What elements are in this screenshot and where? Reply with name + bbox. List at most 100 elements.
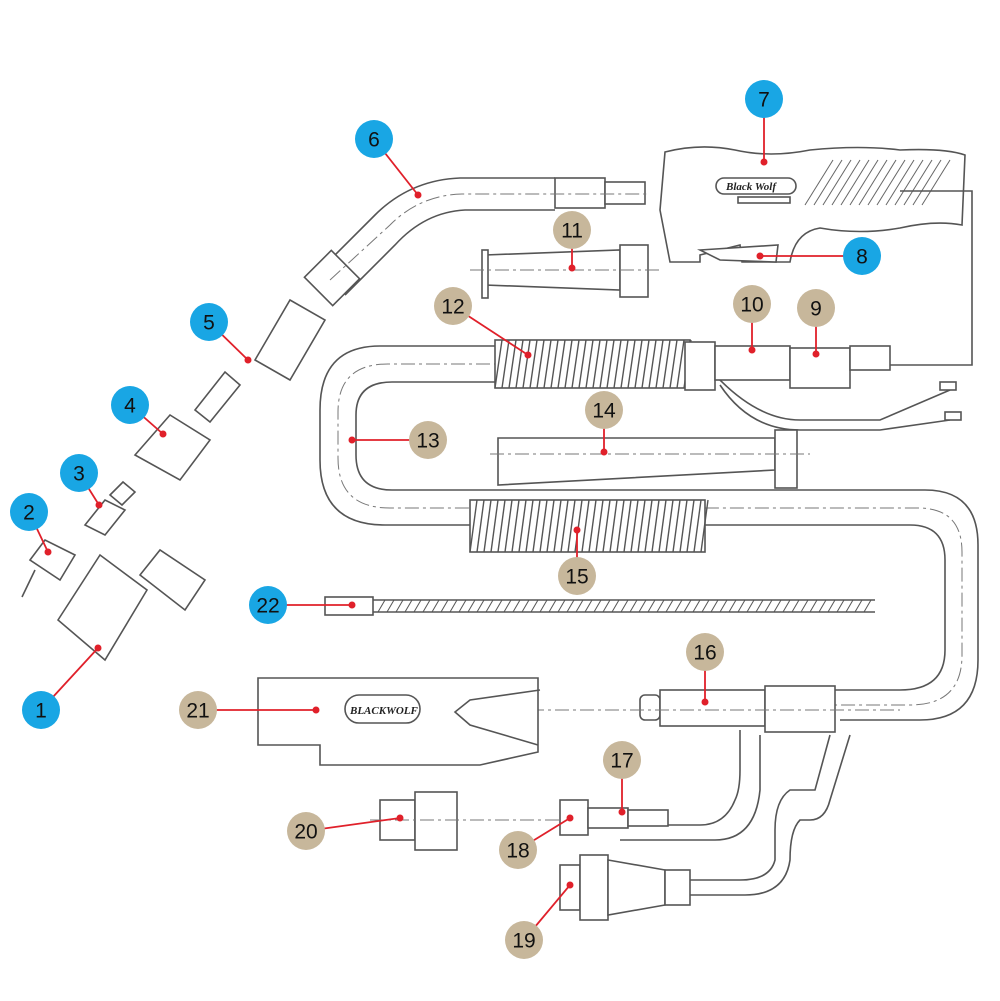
callout-number: 3 bbox=[73, 463, 85, 486]
callout-number: 18 bbox=[506, 840, 529, 863]
leader-dot bbox=[760, 158, 768, 166]
callout-9: 9 bbox=[797, 289, 835, 358]
callout-badge bbox=[745, 80, 783, 118]
leader-dot bbox=[756, 252, 764, 260]
rear-handle-logo: BLACKWOLF bbox=[349, 705, 419, 717]
trigger-switch-body bbox=[684, 341, 962, 431]
callout-badge bbox=[505, 921, 543, 959]
spring-guard-15 bbox=[469, 499, 709, 553]
leader-dot bbox=[396, 814, 404, 822]
callout-badge bbox=[111, 386, 149, 424]
leader-dot bbox=[566, 881, 574, 889]
callout-19: 19 bbox=[505, 881, 574, 959]
leader-dot bbox=[748, 346, 756, 354]
callout-number: 4 bbox=[124, 395, 136, 418]
callout-badge bbox=[585, 391, 623, 429]
swan-neck bbox=[303, 177, 650, 307]
handle-logo: Black Wolf bbox=[725, 181, 777, 193]
callout-7: 7 bbox=[745, 80, 783, 166]
callout-20: 20 bbox=[287, 812, 404, 850]
callout-badge bbox=[249, 586, 287, 624]
adapter-nut bbox=[370, 791, 560, 851]
callout-21: 21 bbox=[179, 691, 320, 729]
gas-fitting bbox=[559, 799, 669, 836]
callout-number: 11 bbox=[561, 220, 583, 243]
callout-badge bbox=[553, 211, 591, 249]
callout-badge bbox=[60, 454, 98, 492]
leader-dot bbox=[44, 548, 52, 556]
leader-dot bbox=[244, 356, 252, 364]
callout-17: 17 bbox=[603, 741, 641, 816]
callout-number: 12 bbox=[441, 296, 464, 319]
callout-badge bbox=[409, 421, 447, 459]
callout-number: 2 bbox=[23, 502, 35, 525]
leader-dot bbox=[312, 706, 320, 714]
leader-dot bbox=[573, 526, 581, 534]
rear-handle: BLACKWOLF bbox=[257, 677, 541, 766]
callout-badge bbox=[686, 633, 724, 671]
callout-badge bbox=[179, 691, 217, 729]
callout-badge bbox=[355, 120, 393, 158]
callout-5: 5 bbox=[190, 303, 252, 364]
callout-16: 16 bbox=[686, 633, 724, 706]
callout-11: 11 bbox=[553, 211, 591, 272]
callout-number: 5 bbox=[203, 312, 215, 335]
leader-dot bbox=[566, 814, 574, 822]
callout-number: 10 bbox=[740, 294, 763, 317]
callout-6: 6 bbox=[355, 120, 422, 199]
callout-1: 1 bbox=[22, 644, 102, 729]
callout-badge bbox=[797, 289, 835, 327]
liner bbox=[324, 596, 875, 616]
callout-badge bbox=[287, 812, 325, 850]
callout-number: 19 bbox=[512, 930, 535, 953]
callout-badge bbox=[434, 287, 472, 325]
callout-number: 16 bbox=[693, 642, 716, 665]
callout-badge bbox=[190, 303, 228, 341]
callout-number: 15 bbox=[565, 566, 588, 589]
callout-number: 1 bbox=[35, 700, 47, 723]
callout-2: 2 bbox=[10, 493, 52, 556]
callout-12: 12 bbox=[434, 287, 532, 359]
leader-dot bbox=[568, 264, 576, 272]
callout-badge bbox=[733, 285, 771, 323]
cable-boot bbox=[490, 429, 810, 489]
leader-dot bbox=[414, 191, 422, 199]
callout-number: 21 bbox=[186, 700, 209, 723]
spring-guard-12 bbox=[494, 339, 692, 389]
leader-dot bbox=[701, 698, 709, 706]
callout-3: 3 bbox=[60, 454, 103, 509]
callout-number: 20 bbox=[294, 821, 317, 844]
callout-8: 8 bbox=[756, 237, 881, 275]
contact-tip-and-holders bbox=[21, 298, 327, 598]
callout-badge bbox=[499, 831, 537, 869]
power-plug bbox=[559, 854, 691, 921]
callout-number: 6 bbox=[368, 129, 380, 152]
callout-10: 10 bbox=[733, 285, 771, 354]
leader-dot bbox=[94, 644, 102, 652]
callout-number: 13 bbox=[416, 430, 439, 453]
leader-dot bbox=[812, 350, 820, 358]
cable-hose bbox=[319, 345, 979, 721]
callout-number: 9 bbox=[810, 298, 822, 321]
callout-badge bbox=[558, 557, 596, 595]
callout-22: 22 bbox=[249, 586, 356, 624]
leader-dot bbox=[348, 436, 356, 444]
leader-dot bbox=[159, 430, 167, 438]
callout-4: 4 bbox=[111, 386, 167, 438]
leader-dot bbox=[600, 448, 608, 456]
callout-number: 17 bbox=[610, 750, 633, 773]
callout-badge bbox=[10, 493, 48, 531]
callout-number: 7 bbox=[758, 89, 770, 112]
callout-number: 14 bbox=[592, 400, 616, 423]
callout-badge bbox=[843, 237, 881, 275]
callout-number: 22 bbox=[256, 595, 279, 618]
handle-insert bbox=[470, 244, 660, 299]
callout-13: 13 bbox=[348, 421, 447, 459]
leader-dot bbox=[95, 501, 103, 509]
callout-badge bbox=[22, 691, 60, 729]
callout-badge bbox=[603, 741, 641, 779]
callout-15: 15 bbox=[558, 526, 596, 595]
